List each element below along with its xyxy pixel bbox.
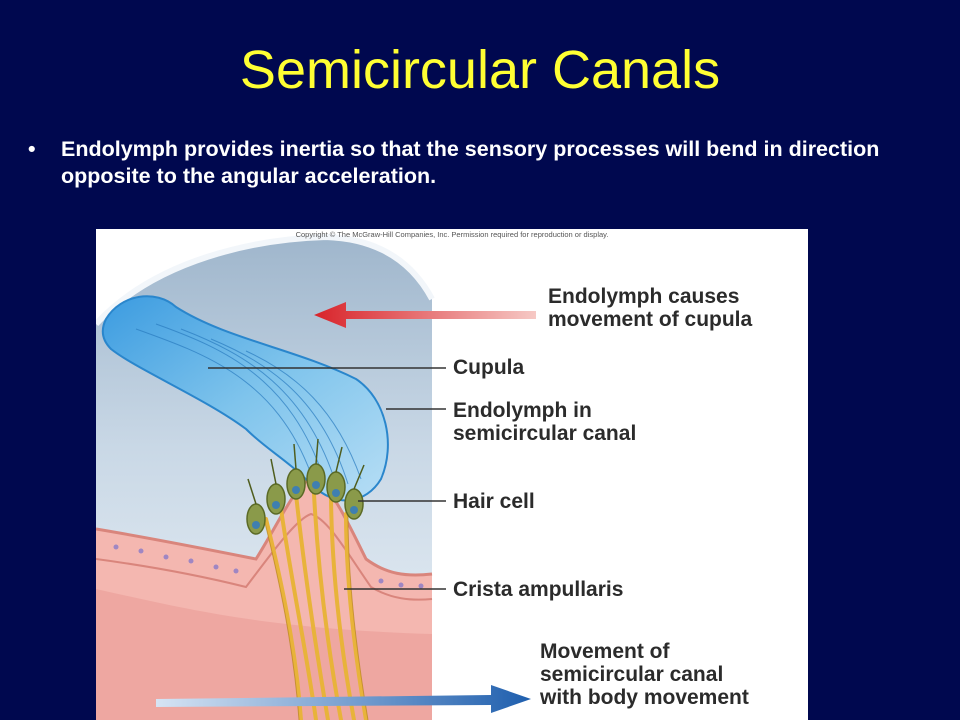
crista-ampullaris-diagram: Copyright © The McGraw-Hill Companies, I… [96,229,808,720]
bullet-glyph: • [28,137,36,161]
hair-cells [246,463,364,535]
canal-movement-arrow [156,685,531,713]
epithelium-inner-line [96,512,433,601]
label-line: with body movement [540,686,749,709]
label-crista-ampullaris: Crista ampullaris [453,578,624,601]
slide-title: Semicircular Canals [239,40,721,100]
label-canal-movement: Movement of semicircular canal with body… [540,640,749,709]
label-endolymph-in-canal: Endolymph in semicircular canal [453,399,636,445]
nerve-fiber-outlines [263,513,369,720]
label-line: Movement of [540,640,670,663]
label-line: semicircular canal [540,663,724,686]
bullet-point: • Endolymph provides inertia so that the… [28,136,928,190]
diagram-illustration [96,233,536,720]
copyright-notice: Copyright © The McGraw-Hill Companies, I… [295,230,609,239]
bullet-text: Endolymph provides inertia so that the s… [61,137,880,188]
label-hair-cell: Hair cell [453,490,535,513]
stereocilia [247,438,365,505]
label-line: Endolymph causes [548,285,740,308]
label-cupula: Cupula [453,356,525,379]
supporting-cell-nuclei [113,544,424,589]
label-line: Endolymph in [453,399,592,422]
leader-lines [208,367,446,590]
label-endolymph-causes: Endolymph causes movement of cupula [548,285,752,331]
cupula-striations [135,323,362,485]
hair-cell-nuclei [252,481,358,529]
endolymph-arrow [314,302,536,328]
label-line: semicircular canal [453,422,637,445]
label-line: movement of cupula [548,308,753,331]
ampulla-wall [96,233,435,327]
nerve-fibers [264,492,368,720]
